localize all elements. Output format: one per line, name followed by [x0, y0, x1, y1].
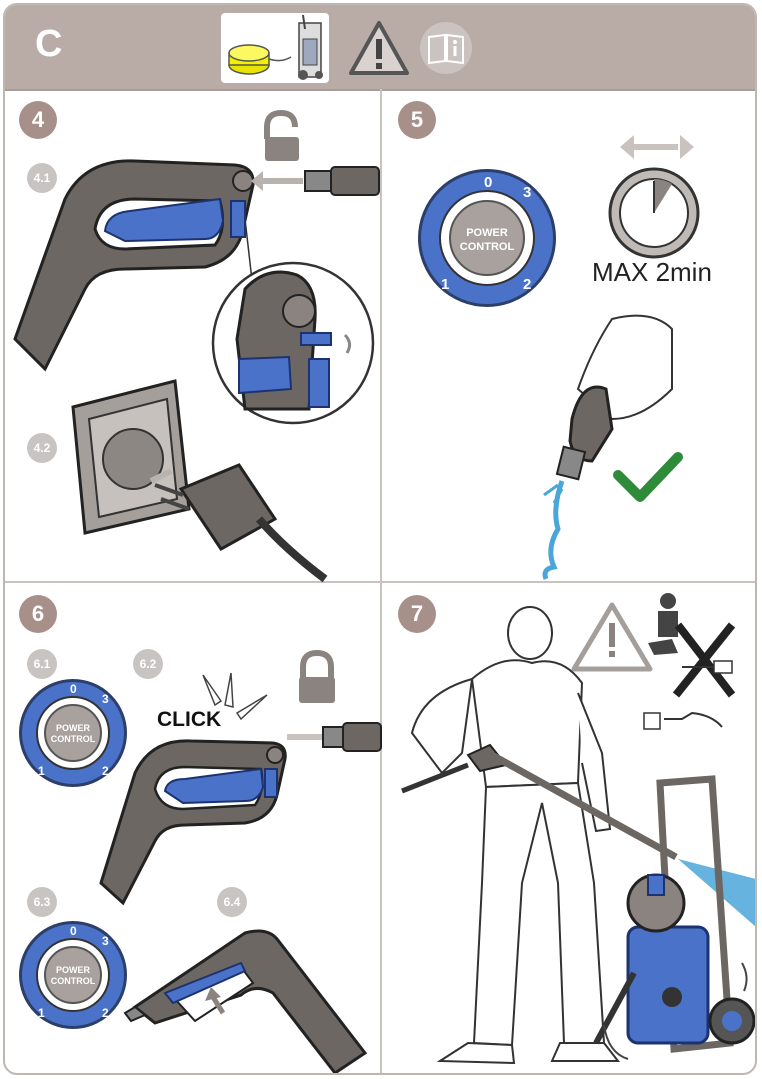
step-6-number: 6 — [19, 595, 57, 633]
manual-book-icon — [419, 21, 473, 75]
section-header: C — [5, 5, 755, 91]
step-6-2-label: 6.2 — [133, 649, 163, 679]
power-control-dial: POWER CONTROL 0 3 1 2 — [418, 169, 556, 307]
section-letter: C — [35, 23, 63, 65]
step-5-illustration — [542, 135, 700, 580]
step-7-panel: 7 — [382, 583, 755, 1073]
instruction-sheet: C — [3, 3, 757, 1075]
step-4-1-label: 4.1 — [27, 163, 57, 193]
pressure-washer — [593, 775, 755, 1060]
max-duration: MAX 2min — [592, 257, 712, 287]
step-6-3-label: 6.3 — [27, 887, 57, 917]
step-4-illustration — [13, 109, 380, 583]
machine-thumbnail-icon — [221, 13, 329, 83]
operator-figure — [410, 606, 621, 1065]
dial-number-1: 1 — [441, 276, 450, 293]
dial-number-3: 3 — [523, 184, 532, 201]
warning-icon — [347, 19, 411, 77]
step-6-illustration — [99, 649, 382, 1073]
step-4-panel: 4 4.1 4.2 — [5, 89, 382, 583]
step-6-4-label: 6.4 — [217, 887, 247, 917]
step-5-panel: 5 POWER CONTROL 0 3 1 2 — [382, 89, 755, 583]
no-electrical-icon — [643, 660, 733, 730]
warning-triangle-icon — [571, 602, 653, 672]
no-people-animals-icon — [648, 593, 678, 655]
hose-end — [304, 166, 380, 196]
step-6-panel: 6 6.1 6.2 6.3 6.4 POWER CONTROL 0 3 1 2 … — [5, 583, 382, 1073]
check-icon — [613, 452, 683, 502]
step-5-number: 5 — [398, 101, 436, 139]
double-arrow-icon — [620, 135, 694, 159]
power-control-dial-6-3: POWER CONTROL 0 3 1 2 — [19, 921, 127, 1029]
dial-number-2: 2 — [523, 276, 532, 293]
unlock-icon — [264, 109, 299, 161]
step-7-illustration — [401, 593, 755, 1065]
power-control-dial-6-1: POWER CONTROL 0 3 1 2 — [19, 679, 127, 787]
step-4-number: 4 — [19, 101, 57, 139]
water-spray — [678, 859, 755, 927]
dial-number-0: 0 — [484, 174, 493, 191]
step-4-2-label: 4.2 — [27, 433, 57, 463]
timer-icon — [608, 167, 700, 259]
lock-icon — [299, 649, 335, 703]
step-7-number: 7 — [398, 595, 436, 633]
click-label: CLICK — [157, 708, 222, 731]
dial-center: POWER CONTROL — [449, 200, 525, 276]
power-plug — [154, 463, 328, 583]
step-6-1-label: 6.1 — [27, 649, 57, 679]
wall-socket — [71, 379, 191, 535]
